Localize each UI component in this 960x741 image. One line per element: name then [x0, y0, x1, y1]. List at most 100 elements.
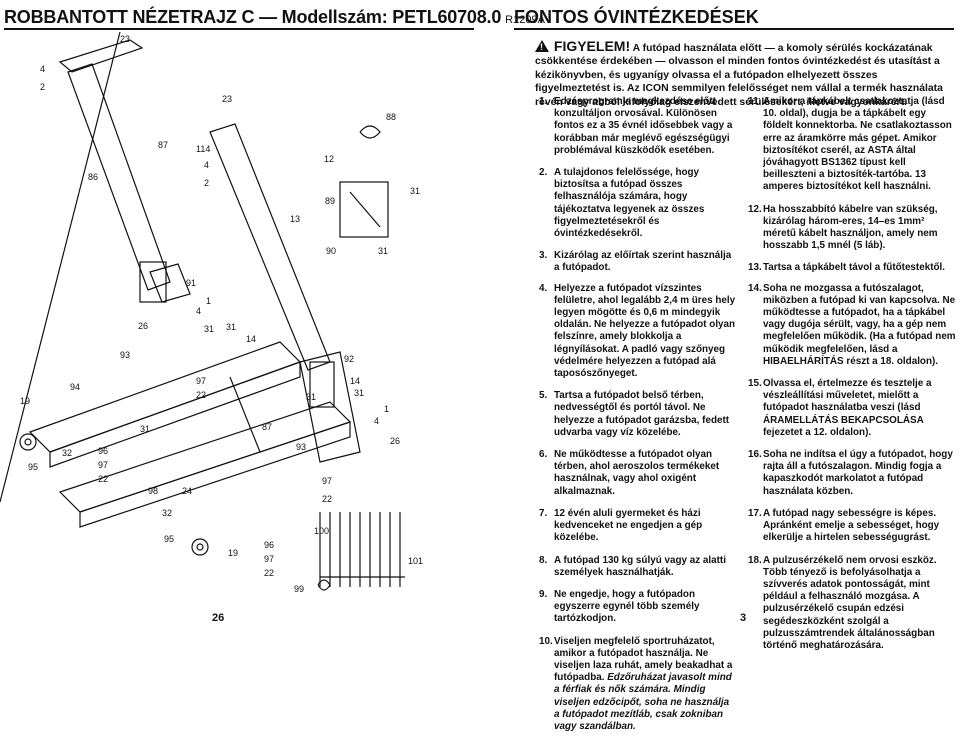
precautions-title: FONTOS ÓVINTÉZKEDÉSEK: [514, 7, 759, 27]
part-label: 31: [226, 322, 236, 332]
part-label: 114: [196, 144, 210, 154]
precaution-text: Amikor a tápkábelt csatlakoztatja (lásd …: [763, 96, 952, 193]
precaution-number: 12.: [748, 203, 762, 215]
precaution-item: 9. Ne engedje, hogy a futópadon egyszerre…: [539, 589, 737, 626]
part-label: 26: [138, 321, 148, 331]
part-label: 95: [28, 462, 38, 472]
part-label: 100: [314, 526, 329, 536]
precaution-text: Soha ne mozgassa a futószalagot, miközbe…: [763, 282, 956, 367]
part-label: 87: [262, 422, 272, 432]
precaution-item: 14.Soha ne mozgassa a futószalagot, mikö…: [748, 283, 958, 368]
precaution-number: 15.: [748, 378, 762, 390]
part-labels: 23 4 2 86 87 114 4 2 23 12 88 31 13 89 9…: [20, 34, 423, 594]
precaution-item: 1. Edzésprogramja megkezdése előtt konzul…: [539, 96, 737, 157]
precaution-number: 13.: [748, 262, 762, 274]
part-label: 31: [306, 392, 316, 402]
part-label: 4: [374, 416, 379, 426]
part-label: 91: [186, 278, 196, 288]
precaution-number: 11.: [748, 96, 762, 107]
precaution-number: 5.: [539, 390, 548, 402]
part-label: 32: [162, 508, 172, 518]
precaution-item: 18.A pulzusérzékelő nem orvosi eszköz. T…: [748, 555, 958, 653]
part-label: 89: [325, 196, 335, 206]
precaution-item: 10.Viseljen megfelelő sportruházatot, am…: [539, 636, 737, 734]
part-label: 23: [222, 94, 232, 104]
precaution-text: A futópad 130 kg súlyú vagy az alatti sz…: [554, 554, 726, 578]
part-label: 4: [204, 160, 209, 170]
part-label: 22: [98, 474, 108, 484]
part-label: 101: [408, 556, 423, 566]
warning-icon: !: [535, 40, 549, 52]
part-label: 4: [40, 64, 45, 74]
part-label: 22: [264, 568, 274, 578]
part-label: 14: [350, 376, 360, 386]
warning-box: ! FIGYELEM! A futópad használata előtt —…: [535, 38, 955, 109]
part-label: 99: [294, 584, 304, 594]
precaution-text: A tulajdonos felelőssége, hogy biztosíts…: [554, 167, 705, 240]
part-label: 31: [140, 424, 150, 434]
precaution-text: Kizárólag az előírtak szerint használja …: [554, 250, 732, 274]
part-label: 32: [62, 448, 72, 458]
precautions-left-column: 1. Edzésprogramja megkezdése előtt konzul…: [539, 96, 737, 741]
precaution-number: 9.: [539, 588, 548, 600]
precaution-item: 15.Olvassa el, értelmezze és tesztelje a…: [748, 378, 958, 439]
part-label: 22: [196, 390, 206, 400]
precaution-text: Olvassa el, értelmezze és tesztelje a vé…: [763, 378, 932, 438]
precaution-item: 17.A futópad nagy sebességre is képes. A…: [748, 508, 958, 545]
part-label: 23: [120, 34, 130, 44]
part-label: 93: [120, 350, 130, 360]
left-page-header: ROBBANTOTT NÉZETRAJZ C — Modellszám: PET…: [4, 4, 545, 30]
precaution-number: 2.: [539, 167, 548, 179]
precaution-item: 11.Amikor a tápkábelt csatlakoztatja (lá…: [748, 96, 958, 194]
part-label: 13: [290, 214, 300, 224]
precaution-text: Tartsa a futópadot belső térben, nedvess…: [554, 390, 730, 438]
part-label: 95: [164, 534, 174, 544]
part-label: 97: [264, 554, 274, 564]
part-label: 31: [204, 324, 214, 334]
right-page-header: FONTOS ÓVINTÉZKEDÉSEK: [514, 4, 954, 30]
revision-code: R1209A: [505, 14, 545, 26]
part-label: 12: [324, 154, 334, 164]
part-label: 97: [98, 460, 108, 470]
part-label: 1: [384, 404, 389, 414]
precaution-number: 18.: [748, 554, 762, 566]
precaution-number: 1.: [539, 96, 548, 107]
precaution-number: 7.: [539, 507, 548, 519]
page-number-left: 26: [212, 612, 225, 624]
precaution-item: 7.12 évén aluli gyermeket és házi kedven…: [539, 508, 737, 545]
warning-label: FIGYELEM!: [553, 38, 631, 54]
part-label: 87: [158, 140, 168, 150]
part-label: 2: [204, 178, 209, 188]
precaution-item: 3. Kizárólag az előírtak szerint használj…: [539, 250, 737, 274]
precaution-text: Edzésprogramja megkezdése előtt konzultá…: [554, 96, 733, 156]
part-label: 4: [196, 306, 201, 316]
precaution-text: A pulzusérzékelő nem orvosi eszköz. Több…: [763, 554, 937, 651]
precaution-text: A futópad nagy sebességre is képes. Aprá…: [763, 507, 940, 544]
precaution-number: 8.: [539, 554, 548, 566]
precaution-item: 16.Soha ne indítsa el úgy a futópadot, h…: [748, 449, 958, 498]
precaution-number: 4.: [539, 282, 548, 294]
precaution-number: 6.: [539, 449, 548, 461]
precaution-number: 16.: [748, 449, 762, 461]
exploded-view-title: ROBBANTOTT NÉZETRAJZ C — Modellszám: PET…: [4, 7, 502, 27]
precaution-text: Ne engedje, hogy a futópadon egyszerre e…: [554, 588, 700, 625]
precaution-number: 14.: [748, 282, 762, 294]
precaution-item: 13.Tartsa a tápkábelt távol a fűtőtestek…: [748, 262, 958, 274]
precaution-item: 12.Ha hosszabbító kábelre van szükség, k…: [748, 204, 958, 253]
part-label: 88: [386, 112, 396, 122]
exploded-view-diagram: 23 4 2 86 87 114 4 2 23 12 88 31 13 89 9…: [0, 32, 423, 594]
part-label: 14: [246, 334, 256, 344]
precaution-item: 6.Ne működtesse a futópadot olyan térben…: [539, 449, 737, 498]
precaution-text: Ha hosszabbító kábelre van szükség, kizá…: [763, 203, 938, 252]
part-label: 26: [390, 436, 400, 446]
part-label: 96: [264, 540, 274, 550]
part-label: 19: [228, 548, 238, 558]
part-label: 97: [196, 376, 206, 386]
precaution-number: 17.: [748, 507, 762, 519]
part-label: 97: [322, 476, 332, 486]
part-label: 22: [322, 494, 332, 504]
part-label: 90: [326, 246, 336, 256]
precaution-item: 8. A futópad 130 kg súlyú vagy az alatti …: [539, 555, 737, 579]
part-label: 92: [344, 354, 354, 364]
precaution-number: 3.: [539, 250, 548, 262]
